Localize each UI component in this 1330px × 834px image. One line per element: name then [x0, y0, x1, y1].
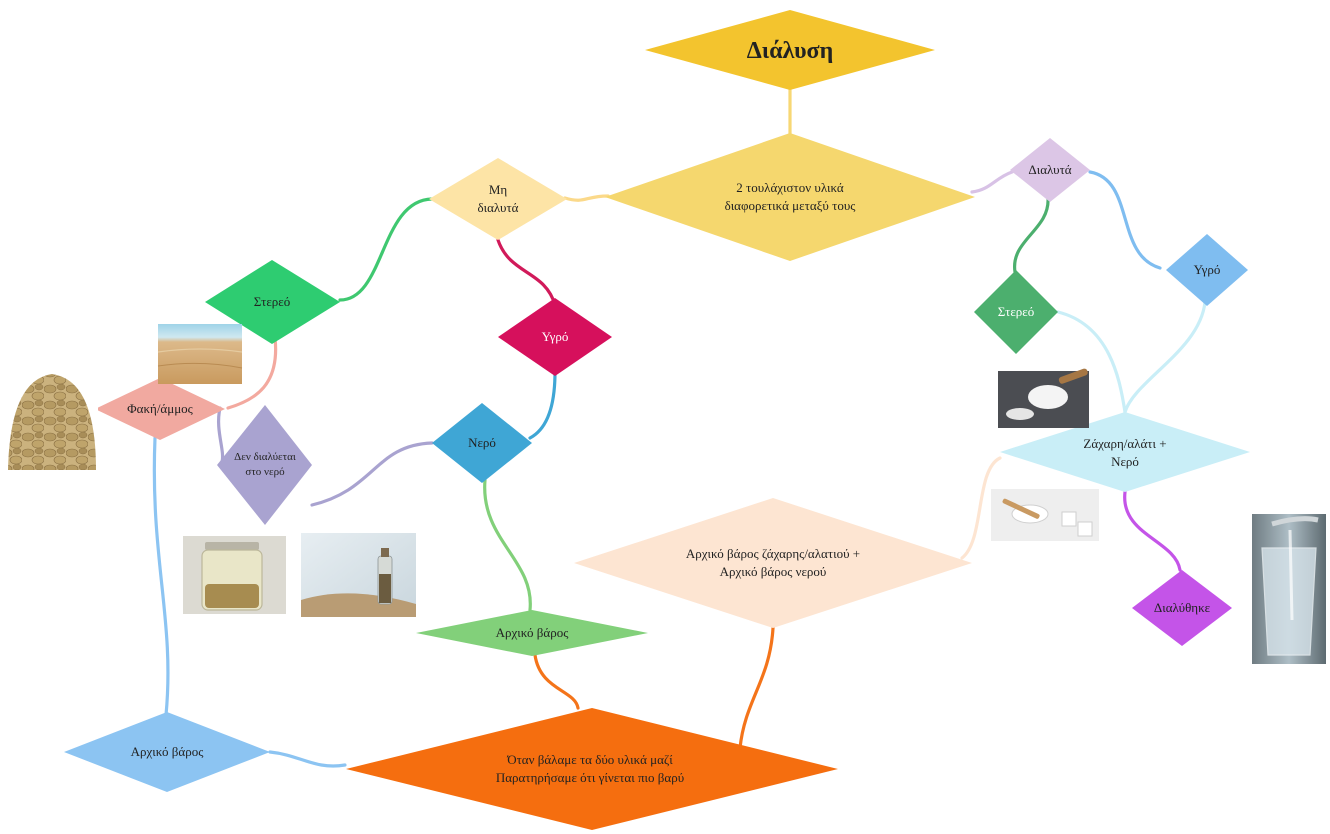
lentils-photo: [6, 364, 98, 478]
connector-initial-result: [533, 653, 580, 710]
solid-left-diamond: [205, 260, 340, 344]
not-dissolved-diamond: [217, 405, 312, 525]
connector-solid-lentil: [226, 336, 278, 410]
insoluble-diamond: [429, 158, 567, 240]
solid-right-diamond: [974, 270, 1058, 354]
connector-solid-sugarwater: [1056, 310, 1127, 414]
sugar-photo: [991, 489, 1099, 541]
glass-photo: [1252, 514, 1326, 664]
liquid-right-diamond: [1166, 234, 1248, 306]
initial-weight-mid-diamond: [416, 610, 648, 656]
connector-sugarwater-dissolved: [1123, 490, 1182, 572]
connector-insoluble-liquid: [496, 238, 557, 307]
connector-lentil-notdissolved: [217, 406, 225, 464]
root-diamond: [605, 133, 975, 261]
sugar-salt-water-diamond: [1000, 412, 1250, 492]
initial-weight-left-diamond: [64, 712, 270, 792]
connector-lentil-initialleft: [152, 436, 170, 717]
connector-liquid-sugarwater: [1123, 300, 1207, 414]
connector-initialleft-result: [268, 750, 347, 768]
connector-root-soluble: [970, 170, 1014, 194]
water-diamond: [432, 403, 532, 483]
connector-insoluble-solid: [338, 197, 434, 302]
sugar-salt-weight-diamond: [574, 498, 972, 628]
jar-photo: [183, 536, 286, 614]
liquid-left-diamond: [498, 298, 612, 376]
connector-soluble-liquid: [1088, 170, 1162, 270]
connector-sugarweight-result: [738, 626, 775, 750]
connector-sugarwater-sugarweight: [960, 456, 1002, 560]
connector-soluble-solid: [1013, 196, 1050, 274]
connector-liquid-water: [528, 370, 557, 440]
sand-photo: [157, 324, 243, 384]
connector-root-insoluble: [563, 194, 610, 202]
title-diamond: [645, 10, 935, 90]
lentil-sand-diamond: [95, 378, 225, 440]
salt-photo: [998, 368, 1089, 428]
dissolved-diamond: [1132, 570, 1232, 646]
bottle-photo: [301, 533, 416, 617]
soluble-diamond: [1010, 138, 1090, 202]
connector-water-initial: [483, 478, 532, 612]
connector-notdissolved-water: [310, 441, 434, 507]
result-diamond: [346, 708, 838, 830]
